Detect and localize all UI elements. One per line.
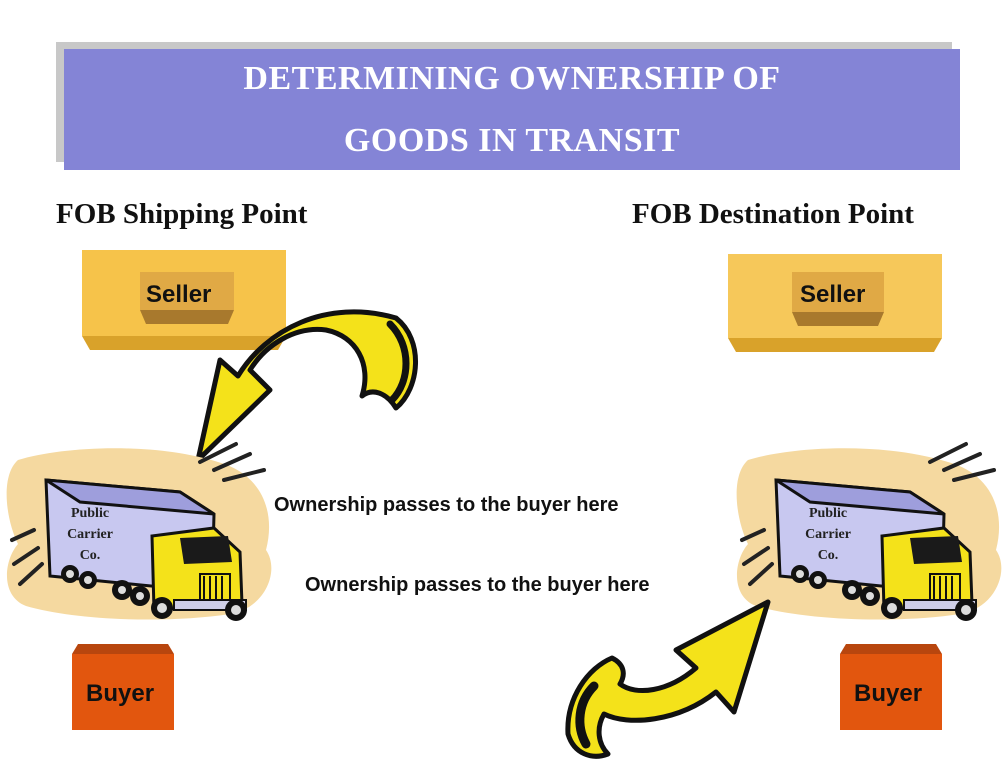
buyer-box-right <box>840 644 942 730</box>
title-line-1: DETERMINING OWNERSHIP OF <box>243 59 781 97</box>
truck-label-left: Public Carrier Co. <box>52 503 128 566</box>
title-line-2: GOODS IN TRANSIT <box>343 121 681 159</box>
truck-left <box>6 442 272 621</box>
ownership-arrow-left <box>195 309 418 463</box>
buyer-box-left <box>72 644 174 730</box>
seller-box-right <box>728 254 942 352</box>
ownership-arrow-right <box>565 599 771 759</box>
seller-box-left <box>82 250 286 350</box>
buyer-label-right: Buyer <box>854 680 923 707</box>
heading-fob-destination-point: FOB Destination Point <box>632 198 914 230</box>
truck-label-right-line-2: Carrier <box>805 527 851 542</box>
seller-label-left: Seller <box>146 281 212 308</box>
ownership-note-destination: Ownership passes to the buyer here <box>305 574 650 596</box>
ownership-note-shipping: Ownership passes to the buyer here <box>274 494 619 516</box>
title-banner: DETERMINING OWNERSHIP OF GOODS IN TRANSI… <box>64 49 960 170</box>
buyer-label-left: Buyer <box>86 680 155 707</box>
truck-label-left-line-3: Co. <box>79 548 101 563</box>
truck-label-left-line-1: Public <box>70 506 110 521</box>
seller-label-right: Seller <box>800 281 866 308</box>
truck-right <box>736 442 1002 621</box>
heading-fob-shipping-point: FOB Shipping Point <box>56 198 308 230</box>
truck-label-right-line-3: Co. <box>817 548 839 563</box>
truck-label-right: Public Carrier Co. <box>790 503 866 566</box>
truck-label-left-line-2: Carrier <box>67 527 113 542</box>
truck-label-right-line-1: Public <box>808 506 848 521</box>
